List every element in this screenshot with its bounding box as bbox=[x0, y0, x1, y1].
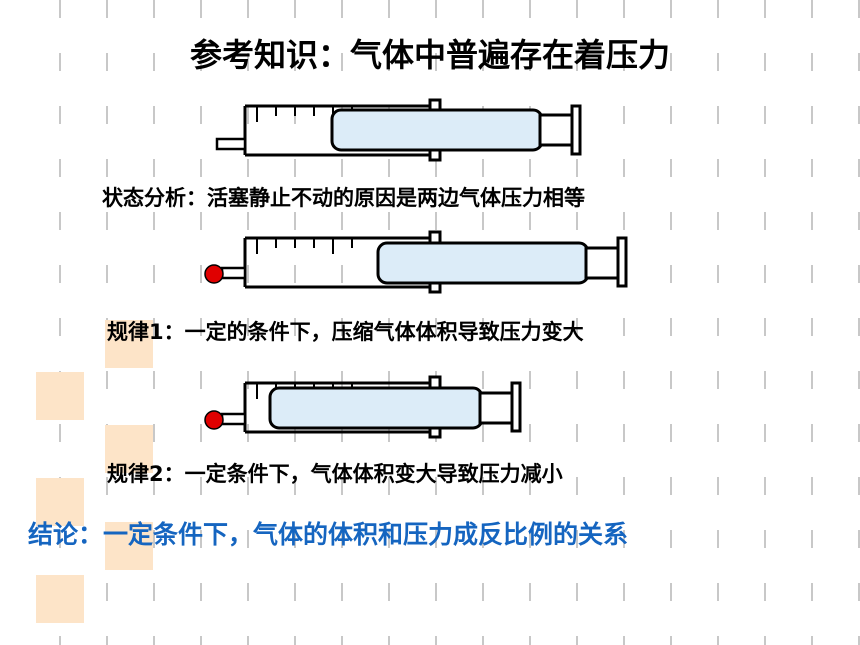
syringe-nozzle bbox=[215, 137, 247, 151]
decor-square bbox=[105, 425, 153, 473]
syringe-nozzle bbox=[220, 412, 247, 426]
decor-square bbox=[36, 478, 84, 526]
decor-square bbox=[105, 522, 153, 570]
sealed-tip-dot bbox=[204, 410, 224, 430]
conclusion-text: 结论：一定条件下，气体的体积和压力成反比例的关系 bbox=[28, 520, 629, 549]
decor-square bbox=[36, 372, 84, 420]
decor-square bbox=[36, 575, 84, 623]
rule-1-caption: 规律1：一定的条件下，压缩气体体积导致压力变大 bbox=[107, 320, 584, 344]
sealed-tip-dot bbox=[204, 264, 224, 284]
syringe-plunger bbox=[376, 236, 628, 288]
rule-2-caption: 规律2：一定条件下，气体体积变大导致压力减小 bbox=[107, 462, 563, 486]
decor-square bbox=[105, 320, 153, 368]
syringe-scale-ticks bbox=[256, 238, 353, 254]
syringe-plunger bbox=[268, 381, 522, 433]
slide-title: 参考知识：气体中普遍存在着压力 bbox=[189, 36, 670, 74]
syringe-plunger bbox=[330, 104, 582, 156]
state-analysis-caption: 状态分析：活塞静止不动的原因是两边气体压力相等 bbox=[102, 186, 585, 210]
